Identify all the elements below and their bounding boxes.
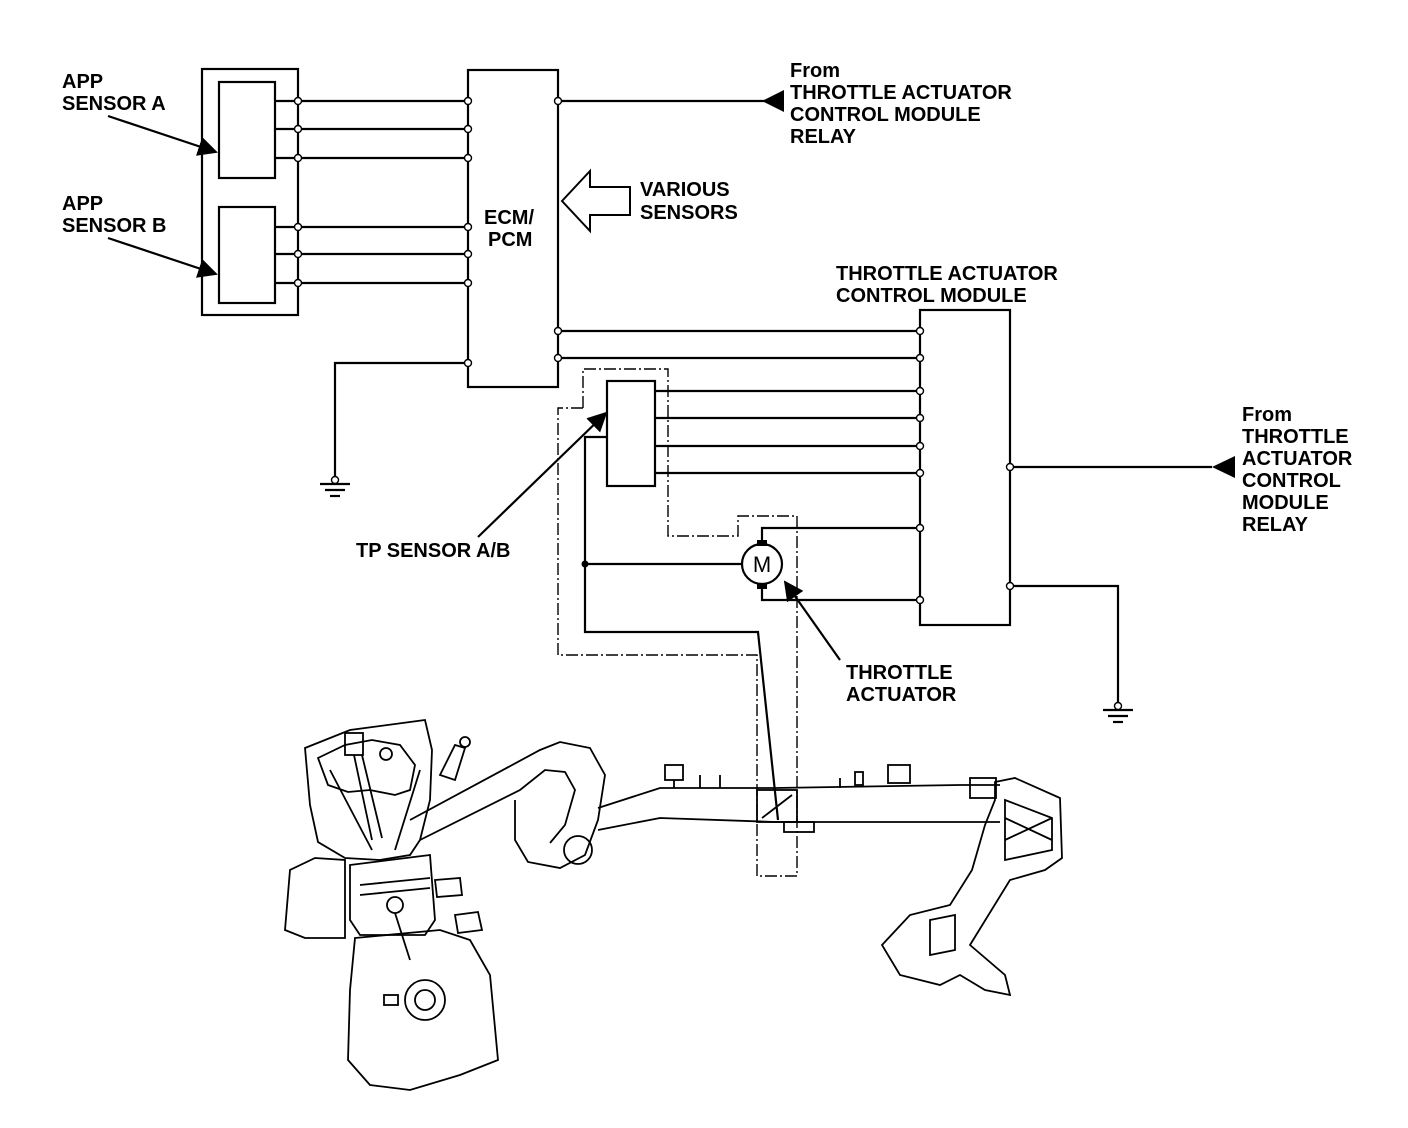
- tp-tacm-wires: [655, 389, 920, 475]
- app-wires: [275, 99, 468, 285]
- motor-wires: [760, 526, 920, 602]
- app-b-line-2: SENSOR B: [62, 215, 166, 237]
- throttle-body-outline: [557, 368, 798, 877]
- tp-sensor-box: [605, 379, 657, 488]
- tacm-line-2: CONTROL MODULE: [836, 285, 1027, 307]
- pointer-arrow-icon: [107, 236, 218, 278]
- app-sensor-a-box: [217, 80, 277, 180]
- label-various-sensors: VARIOUS SENSORS: [640, 179, 738, 224]
- relay-top-line-1: From: [790, 60, 840, 82]
- relay-right-line-1: From: [1242, 404, 1292, 426]
- arrow-in-icon: [762, 90, 784, 112]
- label-ecm-pcm: ECM/ PCM: [484, 207, 534, 251]
- terminal-icons: [293, 96, 1123, 711]
- relay-right-line-5: MODULE: [1242, 492, 1329, 514]
- ecm-line-1: ECM/: [484, 207, 534, 229]
- engine-illustration: [284, 718, 1063, 1091]
- arrow-in-icon: [1212, 456, 1235, 478]
- label-relay-top: From THROTTLE ACTUATOR CONTROL MODULE RE…: [790, 60, 1012, 148]
- relay-top-line-3: CONTROL MODULE: [790, 104, 981, 126]
- ecm-line-2: PCM: [488, 229, 532, 251]
- ecm-pcm-box: [466, 68, 560, 389]
- actuator-line-2: ACTUATOR: [846, 684, 957, 706]
- relay-right-line-2: THROTTLE: [1242, 426, 1349, 448]
- relay-right-line-3: ACTUATOR: [1242, 448, 1353, 470]
- pointer-arrow-icon: [107, 114, 218, 156]
- various-line-1: VARIOUS: [640, 179, 730, 201]
- app-sensor-b-box: [217, 205, 277, 305]
- ecm-ground-wire: [333, 361, 468, 480]
- app-a-line-1: APP: [62, 71, 103, 93]
- motor-label: M: [753, 552, 771, 577]
- app-a-line-2: SENSOR A: [62, 93, 166, 115]
- pointer-arrow-icon: [783, 580, 841, 661]
- various-sensors-arrow-icon: [560, 168, 631, 234]
- ecm-tacm-wires: [558, 329, 920, 360]
- relay-right-line-6: RELAY: [1242, 514, 1309, 536]
- label-tp-sensor: TP SENSOR A/B: [356, 540, 510, 562]
- label-tacm: THROTTLE ACTUATOR CONTROL MODULE: [836, 263, 1058, 307]
- app-b-line-1: APP: [62, 193, 103, 215]
- ground-icon: [320, 482, 350, 498]
- tacm-line-1: THROTTLE ACTUATOR: [836, 263, 1058, 285]
- label-relay-right: From THROTTLE ACTUATOR CONTROL MODULE RE…: [1242, 404, 1353, 536]
- relay-top-line-2: THROTTLE ACTUATOR: [790, 82, 1012, 104]
- various-line-2: SENSORS: [640, 202, 738, 224]
- relay-right-line-4: CONTROL: [1242, 470, 1341, 492]
- actuator-line-1: THROTTLE: [846, 662, 953, 684]
- tacm-ground-wire: [1010, 584, 1120, 706]
- relay-top-line-4: RELAY: [790, 126, 857, 148]
- label-app-sensor-b: APP SENSOR B: [62, 193, 166, 237]
- label-throttle-actuator: THROTTLE ACTUATOR: [846, 662, 957, 706]
- pointer-arrow-icon: [477, 411, 608, 538]
- ground-icon: [1103, 708, 1133, 724]
- label-app-sensor-a: APP SENSOR A: [62, 71, 166, 115]
- tacm-box: [918, 308, 1012, 627]
- motor-icon: M: [740, 540, 784, 589]
- tp-shield-wire: [583, 435, 780, 821]
